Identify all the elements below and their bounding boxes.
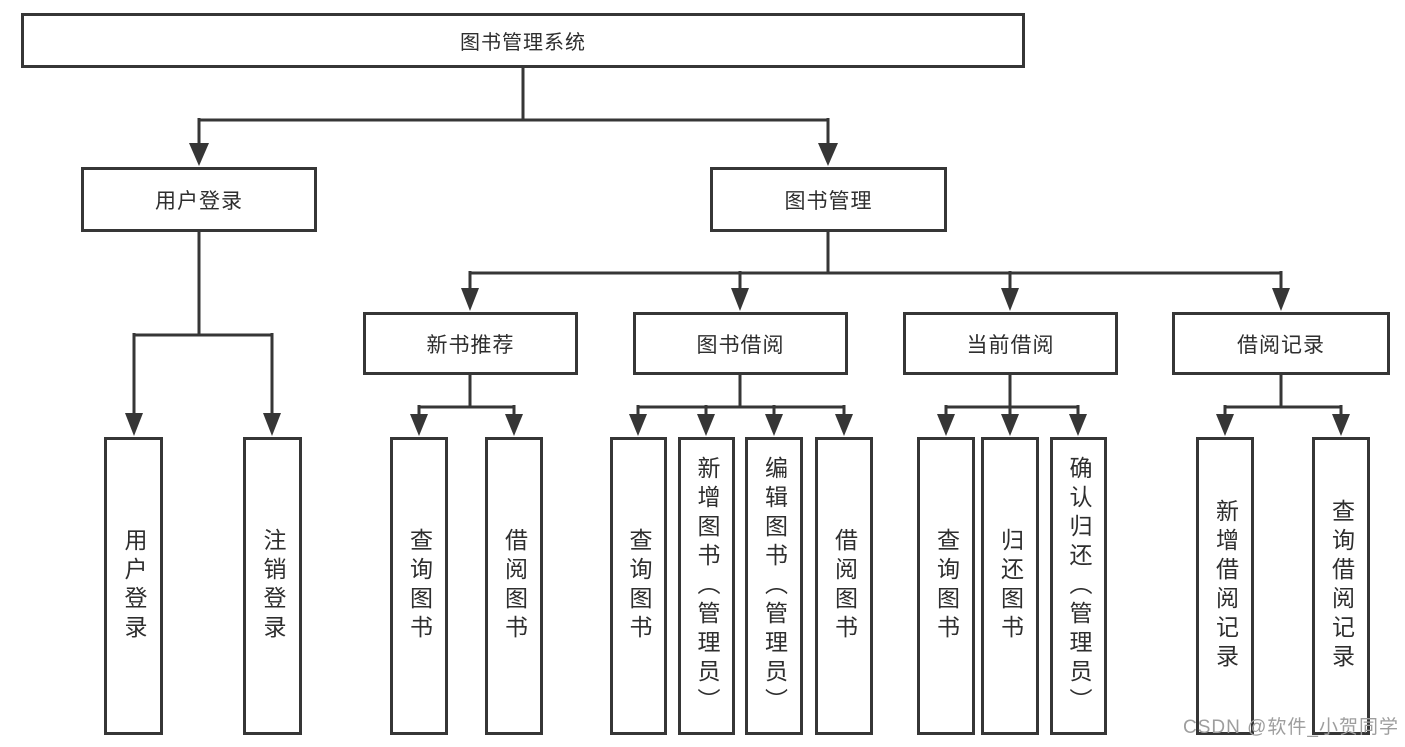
leaf-bb-edit-book: 编辑图书（管理员） [745,437,803,735]
csdn-watermark: CSDN @软件_小贺同学 [1183,717,1399,738]
node-user-login: 用户登录 [81,167,317,232]
connector-book-borrowing-children [629,374,853,436]
leaf-rec-borrow-book: 借阅图书 [485,437,543,735]
connector-book-mgmt-to-level3 [461,231,1290,311]
node-current-borrowing: 当前借阅 [903,312,1118,375]
leaf-br-add-record: 新增借阅记录 [1196,437,1254,735]
leaf-br-query-record: 查询借阅记录 [1312,437,1370,735]
node-root: 图书管理系统 [21,13,1025,68]
node-borrowing-records: 借阅记录 [1172,312,1390,375]
leaf-rec-query-book: 查询图书 [390,437,448,735]
connector-current-borrowing-children [937,374,1087,436]
node-new-book-rec: 新书推荐 [363,312,578,375]
leaf-bb-add-book: 新增图书（管理员） [678,437,735,735]
connector-user-login-children [125,231,281,436]
leaf-cb-query-book: 查询图书 [917,437,975,735]
leaf-bb-query-book: 查询图书 [610,437,667,735]
leaf-bb-borrow-book: 借阅图书 [815,437,873,735]
leaf-cb-confirm-return: 确认归还（管理员） [1050,437,1107,735]
connector-root-to-level2 [189,67,838,166]
node-book-mgmt: 图书管理 [710,167,947,232]
leaf-logout: 注销登录 [243,437,302,735]
connector-new-book-rec-children [410,374,523,436]
leaf-user-login: 用户登录 [104,437,163,735]
connector-borrowing-records-children [1216,374,1350,436]
node-book-borrowing: 图书借阅 [633,312,848,375]
leaf-cb-return-book: 归还图书 [981,437,1039,735]
